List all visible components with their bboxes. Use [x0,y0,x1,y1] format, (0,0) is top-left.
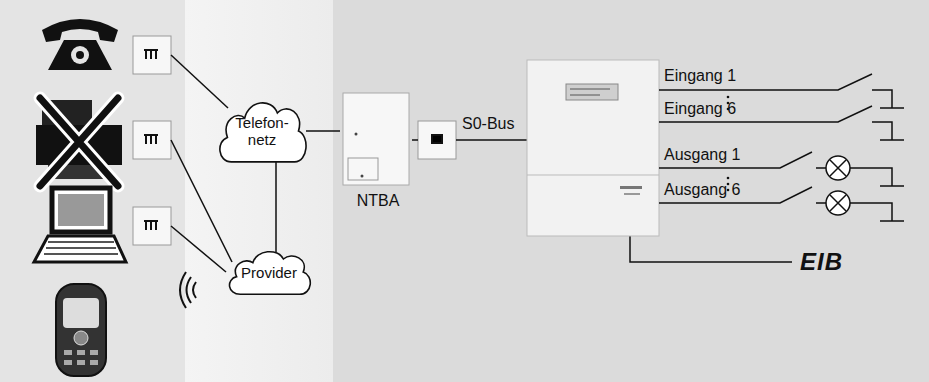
drawing-part [727,96,730,99]
right-panel [333,0,929,382]
telephone-icon [42,19,118,70]
drawing-part [412,139,418,141]
radio-waves [180,272,196,308]
drawing-part [144,135,158,144]
drawing-part [193,282,196,298]
drawing-part [63,298,99,328]
drawing-part [64,350,72,355]
fax-icon [36,98,122,186]
device-led [361,175,364,178]
left-panel [0,0,185,382]
drawing-part [77,350,85,355]
drawing-part [133,36,171,74]
drawing-part [171,226,226,272]
cloud-text-area: Telefon- netz [214,95,310,167]
device-cover [348,158,378,180]
drawing-part [570,89,610,95]
drawing-part [624,193,640,195]
drawing-part [171,55,228,108]
drawing-part [52,188,110,232]
drawing-part [56,284,106,376]
drawing-part [830,160,846,176]
device-label: NTBA [340,192,416,210]
cloud-shape [220,103,306,162]
drawing-part [826,156,850,180]
drawing-part [418,121,456,159]
drawing-part [42,19,118,42]
cloud-label: Telefon- netz [229,114,295,148]
ntba-device: NTBA [340,92,416,210]
drawing-part [872,90,904,108]
drawing-part [144,221,158,230]
eib-logo: EIB [800,249,843,275]
input-label: Eingang 1 [664,66,736,85]
drawing-part [180,272,186,308]
device-led [355,133,358,136]
drawing-part [566,84,618,100]
cloud-label: Provider [241,264,297,281]
drawing-part [64,360,72,365]
network-band [185,0,333,382]
drawing-part [527,175,659,176]
drawing-part [432,135,442,143]
connector [306,131,340,132]
drawing-part [76,51,84,59]
drawing-part [40,98,118,186]
drawing-part [90,350,98,355]
drawing-part [44,242,118,254]
bus-label: S0-Bus [462,114,514,133]
laptop-icon [34,188,126,262]
output-label: Ausgang 1 [664,145,741,164]
drawing-part [90,360,98,365]
drawing-part [630,235,792,262]
drawing-part [34,236,126,262]
control-module [527,60,659,236]
drawing-part [727,177,730,180]
mobile-phone-icon [56,284,106,376]
drawing-part [58,194,104,226]
drawing-part [620,186,642,189]
device-housing [343,93,409,185]
drawing-part [74,331,88,345]
drawing-part [71,46,89,64]
drawing-part [40,98,118,186]
drawing-part [830,195,846,211]
drawing-part [133,121,171,159]
wires [171,55,792,272]
network-cloud: Telefon- netz [214,95,310,167]
drawing-part [64,350,98,365]
input-label: Eingang 6 [664,99,736,118]
drawing-part [527,60,659,236]
output-label: Ausgang 6 [664,180,741,199]
connector [276,161,277,252]
drawing-part [187,277,192,303]
drawing-part [144,50,158,59]
drawing-part [77,360,85,365]
drawing-part [133,207,171,245]
cloud-shape [230,252,311,295]
switch-circuits [659,74,904,221]
drawing-part [456,139,527,141]
drawing-part [872,122,904,140]
wall-sockets [133,36,456,245]
connector-line [275,161,277,252]
connector-line [306,130,340,132]
cloud-text-area: Provider [224,246,314,298]
drawing-part [48,40,112,70]
drawing-part [826,191,850,215]
drawing-part [144,50,442,230]
provider-cloud: Provider [224,246,314,298]
